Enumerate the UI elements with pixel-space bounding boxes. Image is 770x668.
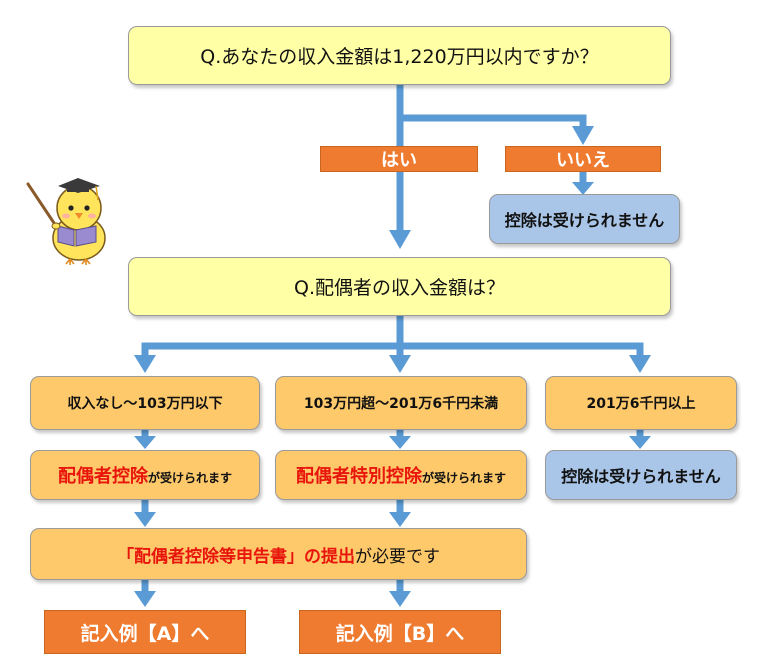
yes-label: はい	[320, 146, 478, 172]
result-box-special-deduction: 配偶者特別控除が受けられます	[275, 450, 527, 500]
result-spouse-deduction-highlight: 配偶者控除	[57, 466, 148, 487]
no-label: いいえ	[505, 146, 661, 172]
filing-requirement-highlight: 「配偶者控除等申告書」の提出	[117, 546, 355, 567]
example-b-link[interactable]: 記入例【B】へ	[299, 610, 501, 654]
question-income-box: Q.あなたの収入金額は1,220万円以内ですか？	[128, 26, 671, 85]
result-special-deduction-text: が受けられます	[421, 471, 506, 485]
range-box-201-and-over: 201万6千円以上	[545, 376, 737, 430]
example-a-text: 記入例【A】へ	[80, 622, 210, 645]
filing-requirement-text: が必要です	[355, 546, 440, 567]
no-label-text: いいえ	[556, 150, 610, 171]
range-text-201-and-over: 201万6千円以上	[586, 396, 696, 412]
example-b-text: 記入例【B】へ	[335, 622, 465, 645]
result-spouse-deduction-text: が受けられます	[147, 471, 232, 485]
no-deduction-box: 控除は受けられません	[489, 194, 680, 244]
question-income-text: Q.あなたの収入金額は1,220万円以内ですか？	[200, 46, 599, 68]
range-box-up-to-103: 収入なし～103万円以下	[30, 376, 260, 430]
chick-teacher-icon	[26, 178, 106, 265]
range-box-103-to-201: 103万円超～201万6千円未満	[275, 376, 527, 430]
range-text-up-to-103: 収入なし～103万円以下	[67, 396, 223, 412]
example-a-link[interactable]: 記入例【A】へ	[44, 610, 246, 654]
question-spouse-income-box: Q.配偶者の収入金額は？	[128, 257, 671, 316]
question-spouse-income-text: Q.配偶者の収入金額は？	[294, 277, 505, 299]
result-no-deduction-text: 控除は受けられません	[561, 467, 721, 486]
result-box-spouse-deduction: 配偶者控除が受けられます	[30, 450, 260, 500]
result-box-no-deduction: 控除は受けられません	[545, 450, 737, 500]
no-deduction-text: 控除は受けられません	[504, 211, 665, 230]
result-special-deduction-highlight: 配偶者特別控除	[295, 466, 422, 487]
range-text-103-to-201: 103万円超～201万6千円未満	[303, 396, 499, 412]
yes-label-text: はい	[381, 150, 417, 171]
filing-requirement-box: 「配偶者控除等申告書」の提出が必要です	[30, 528, 527, 580]
